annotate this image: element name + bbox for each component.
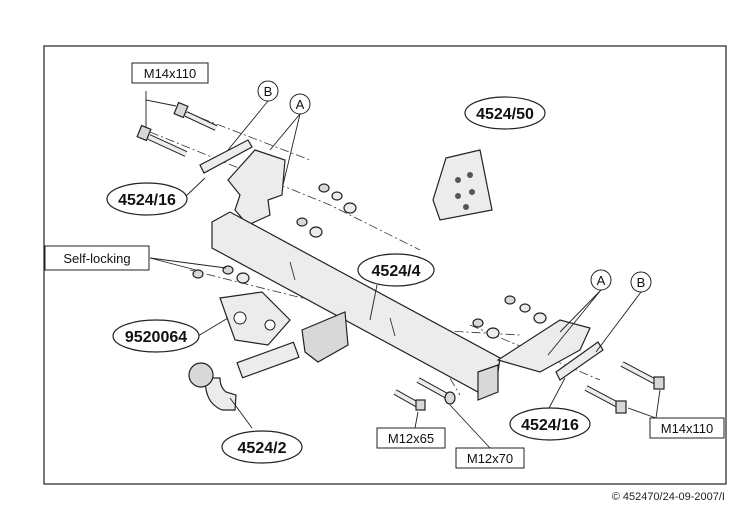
svg-text:4524/16: 4524/16 <box>521 417 579 434</box>
plate-b-left <box>199 139 253 174</box>
part-bracket-left: 4524/16 <box>106 182 188 216</box>
nuts-top-left <box>296 183 357 238</box>
label-self-locking: Self-locking <box>44 245 150 271</box>
socket-plate <box>219 291 291 346</box>
svg-text:9520064: 9520064 <box>125 329 187 346</box>
bolt-m14x110-left-upper <box>173 101 218 131</box>
leader-self-locking <box>149 257 227 271</box>
axis-line-top <box>149 131 421 251</box>
leader-m12x65 <box>414 411 419 429</box>
bracket-a-right <box>496 319 591 373</box>
bolt-m12x65 <box>393 389 426 411</box>
leader-a-left <box>269 113 301 186</box>
marker-b-right: B <box>630 271 652 293</box>
svg-text:M12x70: M12x70 <box>467 451 513 466</box>
socket-plate-hole-2 <box>264 319 276 331</box>
label-bolt-right: M14x110 <box>649 417 725 439</box>
socket-plate-hole <box>233 311 247 325</box>
leader-b-right <box>595 291 642 353</box>
leader-towball <box>229 397 253 429</box>
axis-line-bolts <box>414 319 461 396</box>
svg-text:M14x110: M14x110 <box>144 66 197 81</box>
center-mount-bracket <box>301 311 349 363</box>
towball <box>188 341 300 411</box>
leader-bolt-right <box>627 389 661 419</box>
electrical-plate-holes <box>455 172 475 210</box>
bolt-m14x110-right-upper <box>620 361 665 390</box>
label-bolt-m12x70: M12x70 <box>455 447 525 469</box>
part-plate: 4524/50 <box>464 96 546 130</box>
svg-text:4524/50: 4524/50 <box>476 106 534 123</box>
electrical-plate <box>432 149 493 221</box>
crossbar-end <box>477 364 499 401</box>
leader-bracket-right <box>547 377 566 411</box>
leader-bracket-left <box>184 177 206 198</box>
svg-text:M12x65: M12x65 <box>388 431 434 446</box>
leader-crossbar <box>369 284 378 321</box>
svg-text:A: A <box>296 97 305 112</box>
leader-b-left <box>227 100 269 151</box>
plate-b-right <box>555 341 604 381</box>
bolt-m12x70 <box>416 377 456 405</box>
bolt-m14x110-left-lower <box>136 124 188 157</box>
label-bolt-top: M14x110 <box>131 62 209 84</box>
bolt-m14x110-right-lower <box>584 385 627 414</box>
crossbar-seam-1 <box>289 261 296 281</box>
part-socket-plate: 9520064 <box>112 319 200 353</box>
marker-a-left: A <box>289 93 311 115</box>
svg-text:A: A <box>597 273 606 288</box>
part-crossbar: 4524/4 <box>357 253 435 287</box>
label-bolt-m12x65: M12x65 <box>376 427 446 449</box>
svg-text:4524/4: 4524/4 <box>372 263 421 280</box>
svg-text:M14x110: M14x110 <box>661 421 714 436</box>
svg-text:4524/2: 4524/2 <box>238 440 287 457</box>
marker-b-left: B <box>257 80 279 102</box>
self-locking-nuts <box>192 265 250 284</box>
leader-a-right <box>547 289 602 356</box>
svg-text:Self-locking: Self-locking <box>63 251 130 266</box>
leader-m12x70 <box>449 404 491 449</box>
bracket-a-left <box>227 149 286 226</box>
svg-text:B: B <box>637 275 646 290</box>
nuts-right <box>472 295 547 339</box>
crossbar-seam-2 <box>389 317 396 337</box>
part-towball: 4524/2 <box>221 430 303 464</box>
part-bracket-right: 4524/16 <box>509 407 591 441</box>
svg-text:4524/16: 4524/16 <box>118 192 176 209</box>
marker-a-right: A <box>590 269 612 291</box>
leader-bolt-top <box>145 91 177 128</box>
copyright-text: © 452470/24-09-2007/I <box>612 491 725 503</box>
diagram-frame <box>43 45 727 485</box>
svg-text:B: B <box>264 84 273 99</box>
leader-socket-plate <box>197 317 229 337</box>
